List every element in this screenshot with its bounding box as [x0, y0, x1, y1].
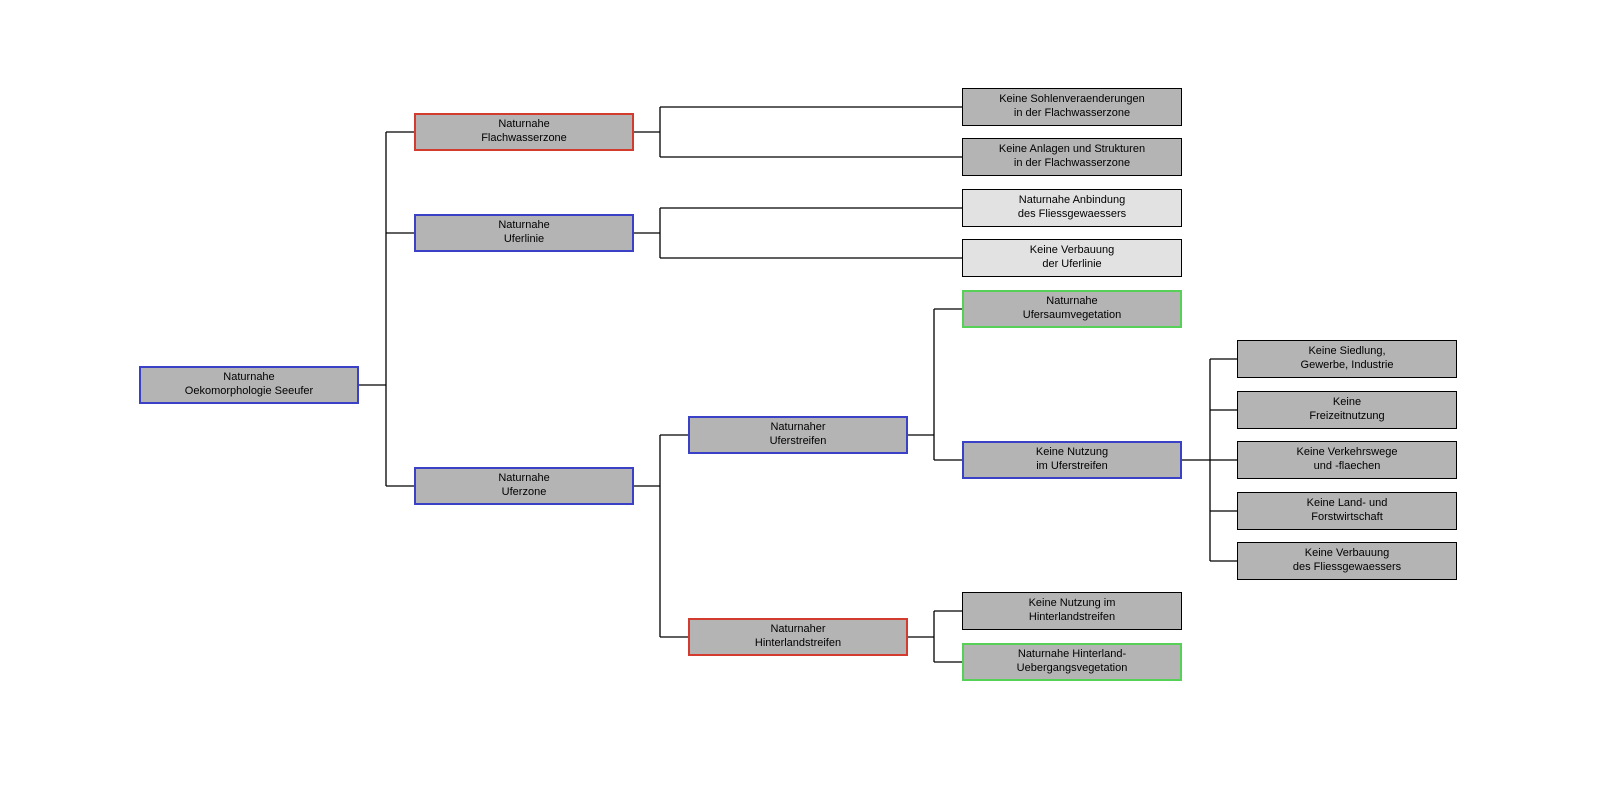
node-keine-sohlenveraenderungen: Keine Sohlenveraenderungen in der Flachw… — [962, 88, 1182, 126]
node-oekomorphologie-seeufer: Naturnahe Oekomorphologie Seeufer — [139, 366, 359, 404]
node-keine-anlagen-strukturen: Keine Anlagen und Strukturen in der Flac… — [962, 138, 1182, 176]
node-label: Naturnaher Hinterlandstreifen — [754, 623, 842, 649]
node-label: Naturnahe Uferlinie — [498, 219, 550, 245]
node-keine-nutzung-uferstreifen: Keine Nutzung im Uferstreifen — [962, 441, 1182, 479]
node-keine-nutzung-hinterlandstreifen: Keine Nutzung im Hinterlandstreifen — [962, 592, 1182, 630]
node-label: Keine Verbauung des Fliessgewaessers — [1292, 547, 1402, 573]
node-uferlinie: Naturnahe Uferlinie — [414, 214, 634, 252]
node-label: Keine Verkehrswege und -flaechen — [1296, 446, 1398, 472]
node-keine-verbauung-uferlinie: Keine Verbauung der Uferlinie — [962, 239, 1182, 277]
node-label: Keine Anlagen und Strukturen in der Flac… — [998, 143, 1146, 169]
node-label: Naturnaher Uferstreifen — [769, 421, 827, 447]
node-label: Naturnahe Anbindung des Fliessgewaessers — [1017, 194, 1127, 220]
node-label: Keine Freizeitnutzung — [1309, 396, 1385, 422]
node-label: Naturnahe Uferzone — [498, 472, 550, 498]
node-label: Keine Sohlenveraenderungen in der Flachw… — [999, 93, 1145, 119]
node-keine-freizeitnutzung: Keine Freizeitnutzung — [1237, 391, 1457, 429]
node-keine-verkehrswege: Keine Verkehrswege und -flaechen — [1237, 441, 1457, 479]
node-ufersaumvegetation: Naturnahe Ufersaumvegetation — [962, 290, 1182, 328]
node-label: Keine Verbauung der Uferlinie — [1029, 244, 1115, 270]
node-keine-land-forstwirtschaft: Keine Land- und Forstwirtschaft — [1237, 492, 1457, 530]
node-label: Keine Nutzung im Uferstreifen — [1035, 446, 1109, 472]
node-hinterland-uebergangsvegetation: Naturnahe Hinterland- Uebergangsvegetati… — [962, 643, 1182, 681]
node-keine-verbauung-fliessgewaessers: Keine Verbauung des Fliessgewaessers — [1237, 542, 1457, 580]
node-flachwasserzone: Naturnahe Flachwasserzone — [414, 113, 634, 151]
node-label: Keine Siedlung, Gewerbe, Industrie — [1300, 345, 1394, 371]
node-label: Naturnahe Hinterland- Uebergangsvegetati… — [1016, 648, 1128, 674]
node-keine-siedlung: Keine Siedlung, Gewerbe, Industrie — [1237, 340, 1457, 378]
node-naturnahe-anbindung: Naturnahe Anbindung des Fliessgewaessers — [962, 189, 1182, 227]
node-label: Naturnahe Ufersaumvegetation — [1022, 295, 1122, 321]
node-label: Keine Nutzung im Hinterlandstreifen — [1028, 597, 1116, 623]
node-uferzone: Naturnahe Uferzone — [414, 467, 634, 505]
node-hinterlandstreifen: Naturnaher Hinterlandstreifen — [688, 618, 908, 656]
node-label: Keine Land- und Forstwirtschaft — [1306, 497, 1388, 523]
node-label: Naturnahe Flachwasserzone — [481, 118, 567, 144]
node-label: Naturnahe Oekomorphologie Seeufer — [184, 371, 314, 397]
node-uferstreifen: Naturnaher Uferstreifen — [688, 416, 908, 454]
